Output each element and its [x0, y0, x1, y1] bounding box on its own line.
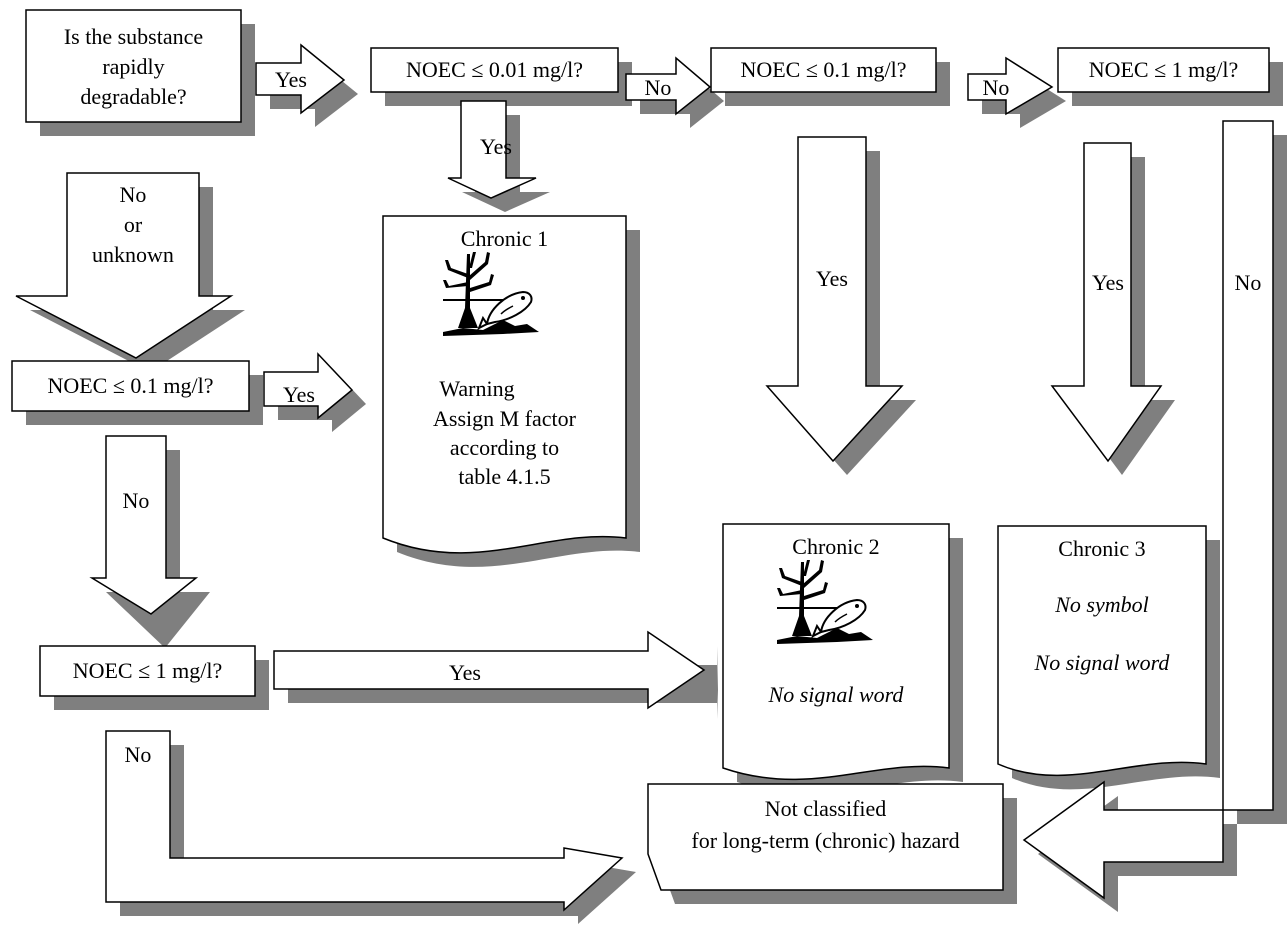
chronic1-title: Chronic 1 — [460, 226, 549, 251]
chronic2-signal-word: No signal word — [768, 682, 904, 707]
not-classified-label: Not classified for long-term (chronic) h… — [691, 796, 960, 853]
question-nonrapid-1: NOEC ≤ 1 mg/l? — [72, 658, 223, 683]
label-no-or-unknown: No or unknown — [92, 182, 174, 267]
box-rapid-001 — [370, 47, 619, 93]
question-rapid-001: NOEC ≤ 0.01 mg/l? — [405, 57, 584, 82]
arrow-no-nonrapid-1 — [105, 730, 624, 912]
arrow-no-rapid-001 — [625, 56, 712, 116]
chronic3-signal-word: No signal word — [1034, 650, 1170, 675]
doc-chronic2 — [722, 523, 950, 781]
chronic1-signal-word: Warning — [439, 376, 515, 401]
question-rapid-01: NOEC ≤ 0.1 mg/l? — [740, 57, 907, 82]
box-nonrapid-1 — [39, 645, 256, 697]
label-yes-rapid-01: Yes — [815, 266, 848, 291]
chronic2-title: Chronic 2 — [792, 534, 880, 559]
box-nonrapid-01 — [11, 360, 250, 412]
arrow-yes-rapid-001 — [447, 100, 537, 199]
arrow-no-rapid-01 — [967, 56, 1054, 116]
label-yes-rapid-1: Yes — [1091, 270, 1124, 295]
arrow-no-nonrapid-01 — [89, 435, 199, 615]
arrow-yes-rapid-1 — [1050, 142, 1163, 463]
arrow-yes-rapid-01 — [765, 136, 904, 463]
label-yes-rapid-001: Yes — [479, 134, 512, 159]
arrow-no-or-unknown — [15, 172, 234, 359]
label-no-rapid-1: No — [1234, 270, 1262, 295]
arrow-yes-nonrapid-01 — [263, 352, 354, 420]
chronic1-m-factor-note: Assign M factor according to table 4.1.5 — [433, 406, 576, 489]
chronic3-no-symbol: No symbol — [1055, 592, 1149, 617]
label-no-nonrapid-01: No — [122, 488, 150, 513]
box-rapid-1 — [1057, 47, 1270, 93]
label-no-nonrapid-1: No — [124, 742, 152, 767]
question-degradable: Is the substance rapidly degradable? — [63, 24, 204, 109]
arrow-yes-degradable — [255, 43, 346, 115]
question-nonrapid-01: NOEC ≤ 0.1 mg/l? — [47, 373, 214, 398]
doc-chronic3 — [997, 525, 1207, 777]
box-rapid-01 — [710, 47, 937, 93]
box-degradable — [25, 9, 242, 123]
box-not-classified — [647, 783, 1004, 891]
label-yes-nonrapid-1: Yes — [448, 660, 481, 685]
arrow-yes-nonrapid-1 — [273, 630, 706, 710]
question-rapid-1: NOEC ≤ 1 mg/l? — [1088, 57, 1239, 82]
label-no-rapid-01: No — [982, 75, 1010, 100]
label-yes-nonrapid-01: Yes — [282, 382, 315, 407]
chronic3-title: Chronic 3 — [1058, 536, 1146, 561]
label-yes-degradable: Yes — [274, 67, 307, 92]
label-no-rapid-001: No — [644, 75, 672, 100]
arrow-no-rapid-1 — [1022, 120, 1274, 900]
